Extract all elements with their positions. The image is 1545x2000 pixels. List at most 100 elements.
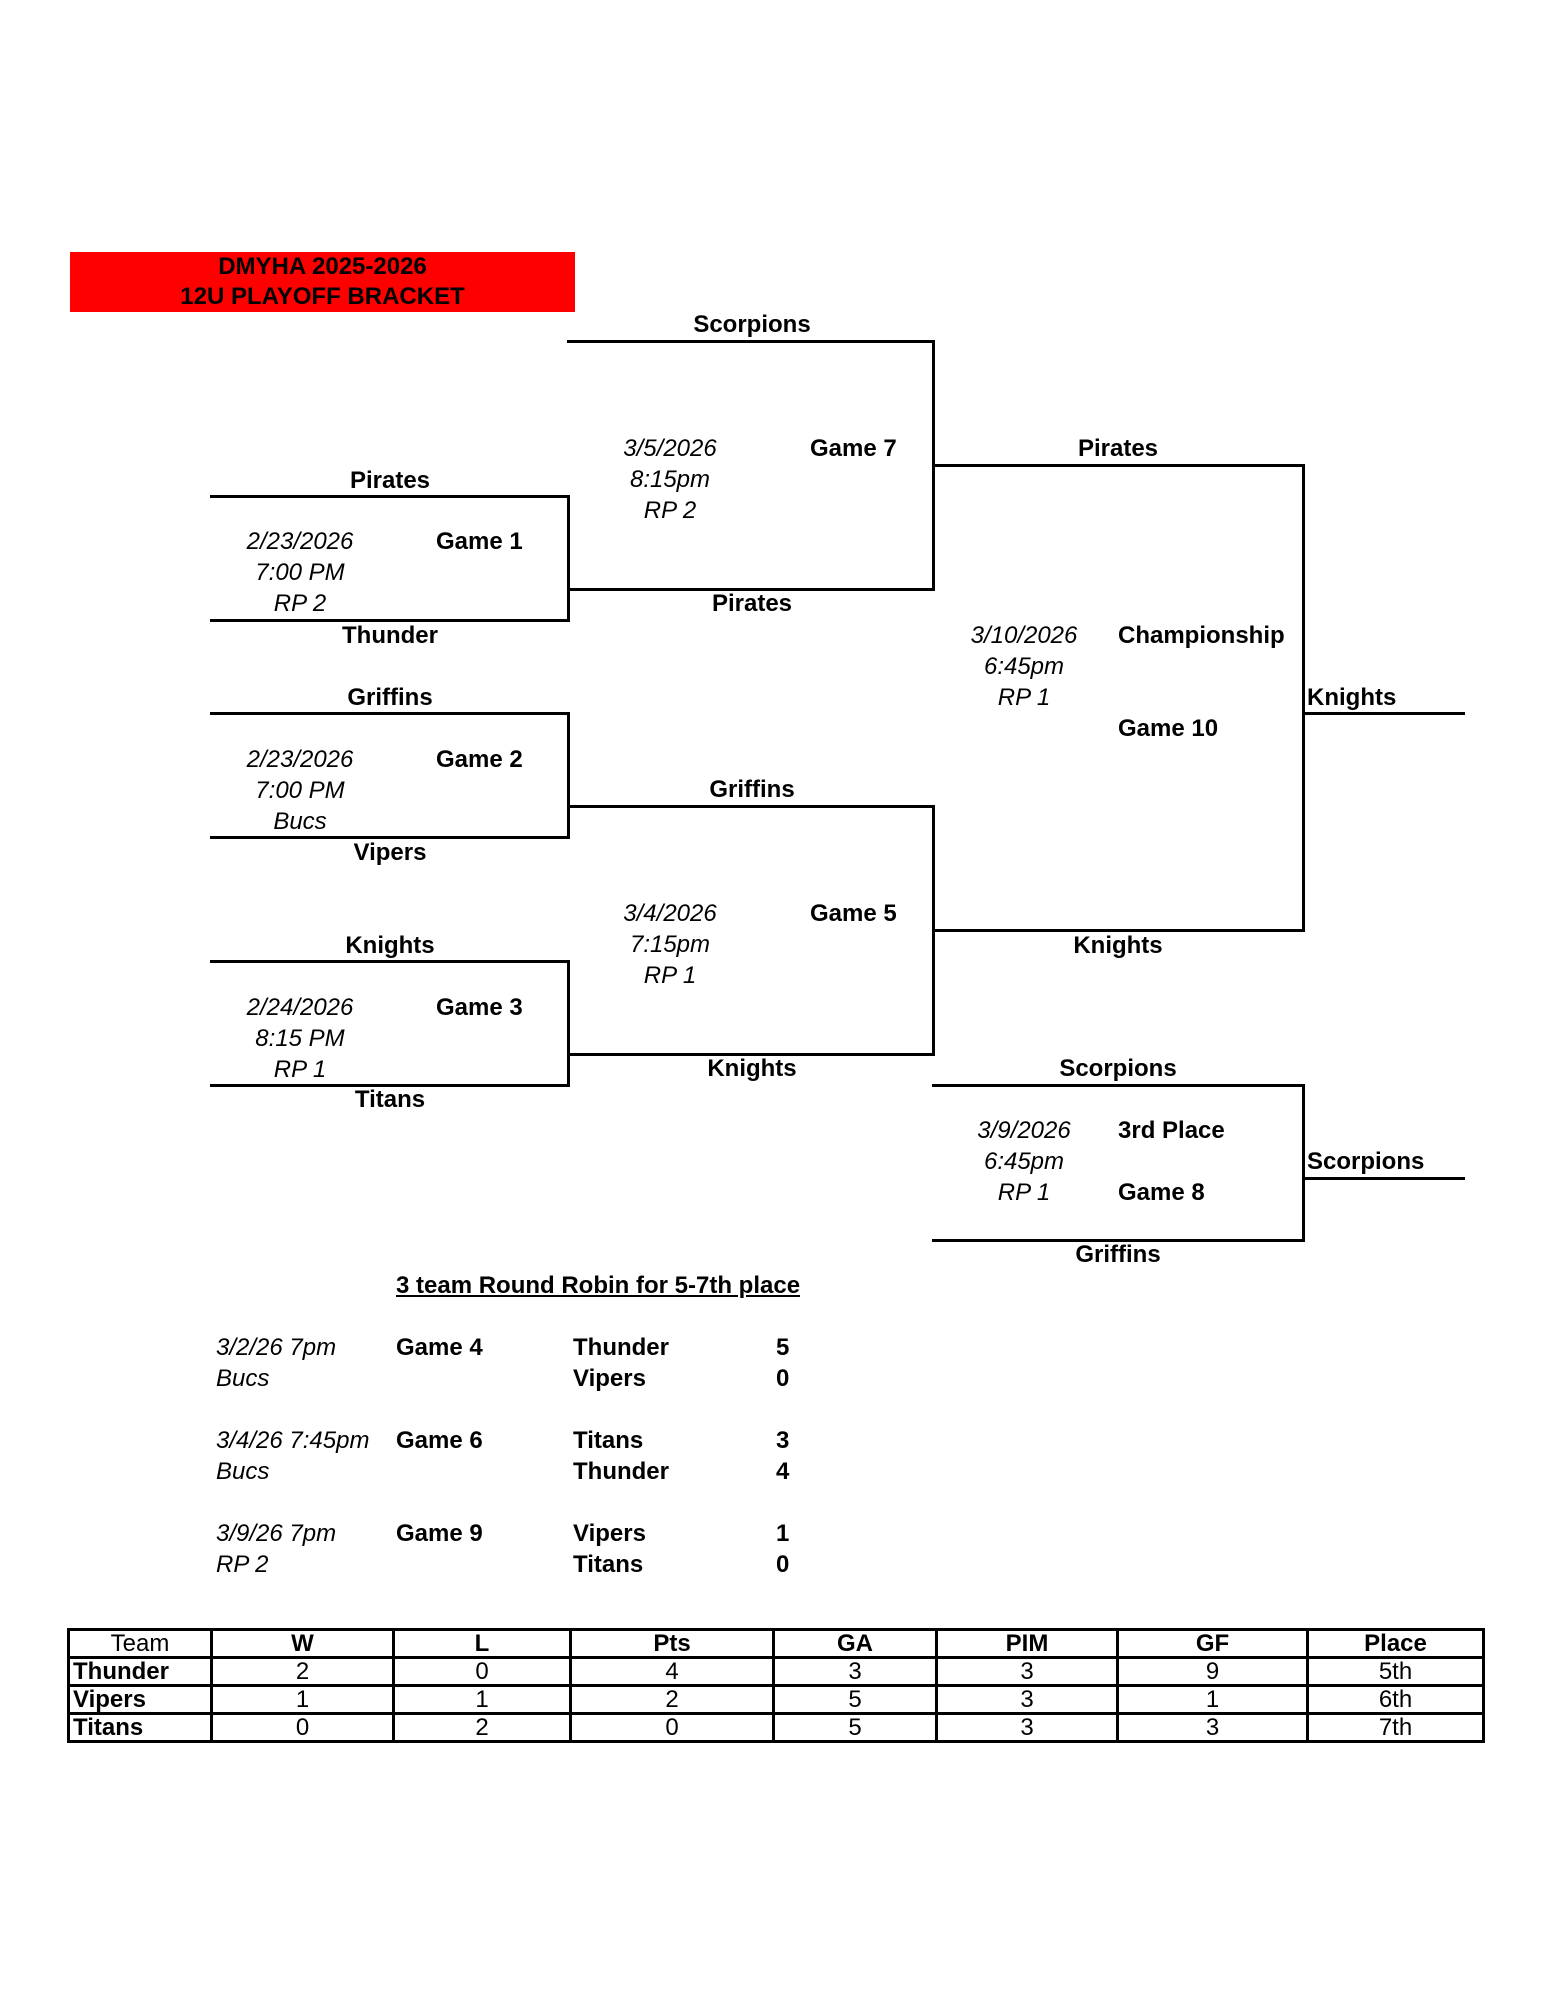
game1-time: 7:00 PM xyxy=(255,559,345,586)
game5-time: 7:15pm xyxy=(629,931,711,958)
col-header: W xyxy=(210,1628,395,1659)
champion-team: Knights xyxy=(1307,684,1397,711)
rr-game-team2: Titans xyxy=(573,1551,644,1578)
rr-game-team1: Titans xyxy=(573,1427,644,1454)
game3-connector xyxy=(567,960,570,1087)
game5-top-team: Griffins xyxy=(709,776,795,803)
col-header: Pts xyxy=(569,1628,775,1659)
game3-bottom-team: Titans xyxy=(354,1086,426,1113)
game2-date: 2/23/2026 xyxy=(246,746,354,773)
table-cell: 1 xyxy=(210,1684,395,1715)
table-cell: 7th xyxy=(1306,1712,1485,1743)
table-cell: 0 xyxy=(210,1712,395,1743)
game8-top-team: Scorpions xyxy=(1059,1055,1177,1082)
game8-time: 6:45pm xyxy=(983,1148,1065,1175)
game7-bottom-line xyxy=(567,588,934,591)
round-robin-title: 3 team Round Robin for 5-7th place xyxy=(396,1272,801,1299)
game5-top-line xyxy=(567,805,934,808)
game8-label: 3rd Place xyxy=(1118,1117,1225,1144)
game3-label: Game 3 xyxy=(436,994,523,1021)
table-cell: 5th xyxy=(1306,1656,1485,1687)
game10-top-line xyxy=(932,464,1305,467)
game8-rink: RP 1 xyxy=(997,1179,1051,1206)
game2-time: 7:00 PM xyxy=(255,777,345,804)
game3-top-line xyxy=(210,960,570,963)
rr-game-team2: Thunder xyxy=(573,1458,669,1485)
rr-game-datetime: 3/4/26 7:45pm xyxy=(216,1427,370,1454)
table-cell: 3 xyxy=(1116,1712,1309,1743)
game1-date: 2/23/2026 xyxy=(246,528,354,555)
rr-game-team1: Thunder xyxy=(573,1334,669,1361)
game10-rink: RP 1 xyxy=(997,684,1051,711)
game8-bottom-line xyxy=(932,1239,1305,1242)
game5-date: 3/4/2026 xyxy=(623,900,717,927)
bracket-title-line2: 12U PLAYOFF BRACKET xyxy=(180,283,465,310)
game3-top-team: Knights xyxy=(345,932,435,959)
game2-label: Game 2 xyxy=(436,746,523,773)
table-cell: 3 xyxy=(935,1656,1119,1687)
rr-game-score1: 3 xyxy=(776,1427,790,1454)
game10-top-team: Pirates xyxy=(1077,435,1159,462)
game8-bottom-team: Griffins xyxy=(1075,1241,1161,1268)
game7-top-line xyxy=(567,340,934,343)
game7-date: 3/5/2026 xyxy=(623,435,717,462)
game8-top-line xyxy=(932,1084,1305,1087)
game3-bottom-line xyxy=(210,1084,570,1087)
game3-rink: RP 1 xyxy=(273,1056,327,1083)
bracket-title-line1: DMYHA 2025-2026 xyxy=(218,253,427,280)
game7-top-team: Scorpions xyxy=(693,311,811,338)
table-cell: 3 xyxy=(935,1684,1119,1715)
rr-game-label: Game 9 xyxy=(396,1520,483,1547)
table-cell: 3 xyxy=(772,1656,938,1687)
table-cell: Thunder xyxy=(67,1656,213,1687)
rr-game-team2: Vipers xyxy=(573,1365,646,1392)
standings-table: Team W L Pts GA PIM GF Place Thunder 2 0… xyxy=(67,1628,1485,1743)
game2-bottom-line xyxy=(210,836,570,839)
table-cell: 4 xyxy=(569,1656,775,1687)
table-row: Vipers 1 1 2 5 3 1 6th xyxy=(67,1684,1485,1715)
rr-game-rink: Bucs xyxy=(216,1365,270,1392)
rr-game-score1: 5 xyxy=(776,1334,790,1361)
col-header: Place xyxy=(1306,1628,1485,1659)
game5-rink: RP 1 xyxy=(643,962,697,989)
table-row: Titans 0 2 0 5 3 3 7th xyxy=(67,1712,1485,1743)
game7-bottom-team: Pirates xyxy=(711,590,793,617)
col-header: Team xyxy=(67,1628,213,1659)
game1-bottom-line xyxy=(210,619,570,622)
game2-top-line xyxy=(210,712,570,715)
game10-label: Championship xyxy=(1118,622,1285,649)
third-place-team: Scorpions xyxy=(1307,1148,1425,1175)
game2-rink: Bucs xyxy=(273,808,327,835)
table-cell: Titans xyxy=(67,1712,213,1743)
rr-game-label: Game 4 xyxy=(396,1334,483,1361)
table-cell: 0 xyxy=(569,1712,775,1743)
rr-game-score1: 1 xyxy=(776,1520,790,1547)
game10-connector xyxy=(1302,464,1305,932)
game3-date: 2/24/2026 xyxy=(246,994,354,1021)
game2-top-team: Griffins xyxy=(347,684,433,711)
col-header: PIM xyxy=(935,1628,1119,1659)
game8-label2: Game 8 xyxy=(1118,1179,1205,1206)
game7-rink: RP 2 xyxy=(643,497,697,524)
game1-top-team: Pirates xyxy=(349,467,431,494)
game10-bottom-team: Knights xyxy=(1073,932,1163,959)
table-cell: 6th xyxy=(1306,1684,1485,1715)
rr-game-score2: 0 xyxy=(776,1365,790,1392)
rr-game-datetime: 3/2/26 7pm xyxy=(216,1334,337,1361)
game7-label: Game 7 xyxy=(810,435,897,462)
table-cell: 1 xyxy=(392,1684,572,1715)
third-place-line xyxy=(1302,1177,1465,1180)
game10-bottom-line xyxy=(932,929,1305,932)
game8-date: 3/9/2026 xyxy=(977,1117,1071,1144)
game1-connector xyxy=(567,495,570,622)
game1-label: Game 1 xyxy=(436,528,523,555)
bracket-title-banner: DMYHA 2025-2026 12U PLAYOFF BRACKET xyxy=(70,252,575,312)
table-cell: 3 xyxy=(935,1712,1119,1743)
game2-connector xyxy=(567,712,570,839)
game7-time: 8:15pm xyxy=(629,466,711,493)
table-cell: 2 xyxy=(569,1684,775,1715)
table-cell: Vipers xyxy=(67,1684,213,1715)
game5-bottom-line xyxy=(567,1053,934,1056)
rr-game-score2: 4 xyxy=(776,1458,790,1485)
game1-rink: RP 2 xyxy=(273,590,327,617)
